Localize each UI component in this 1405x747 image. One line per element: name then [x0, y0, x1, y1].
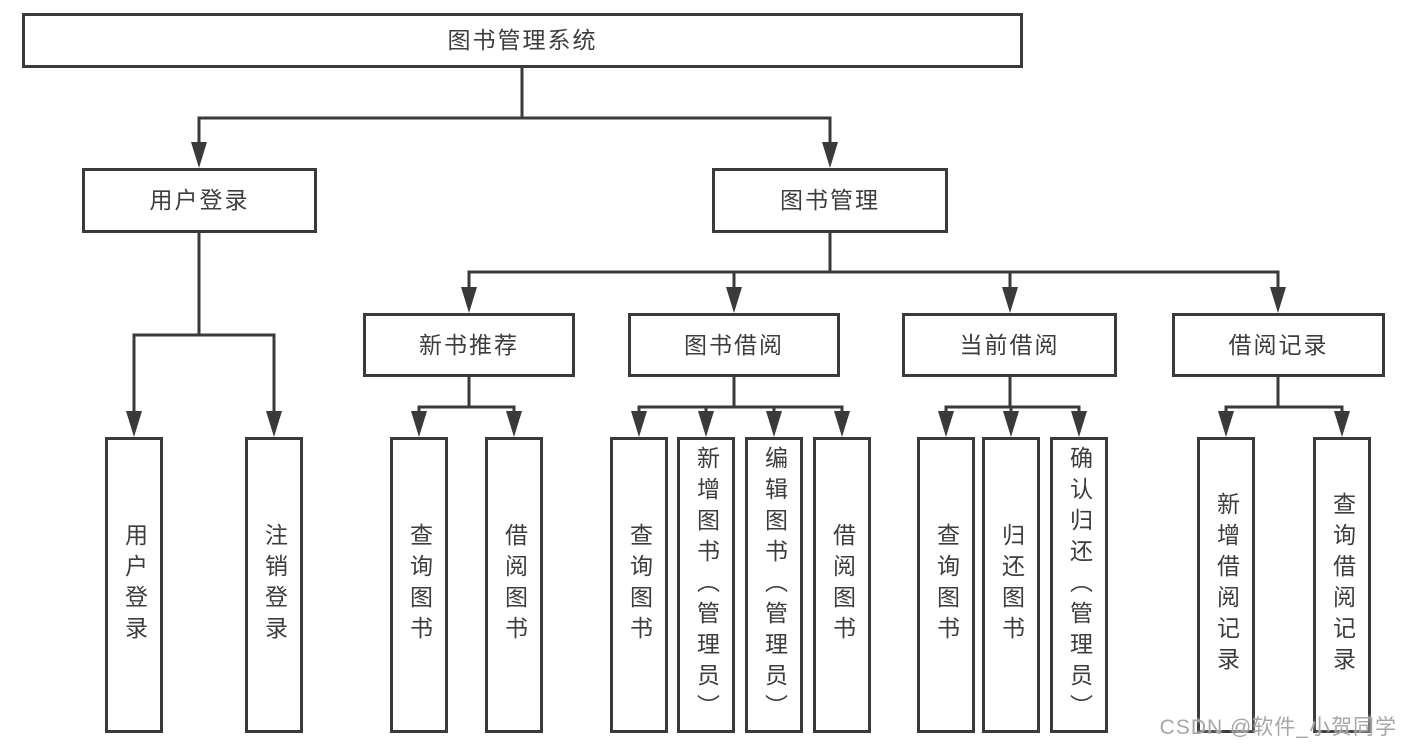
node-new-book-recommendation: 新书推荐 — [363, 313, 575, 377]
leaf-add-books-admin: 新增图书（管理员） — [677, 437, 735, 733]
node-book-borrowing: 图书借阅 — [628, 313, 840, 377]
leaf-user-login: 用户登录 — [105, 437, 163, 733]
leaf-return-books: 归还图书 — [982, 437, 1040, 733]
leaf-label: 确认归还（管理员） — [1066, 445, 1093, 725]
leaf-query-books-recommend: 查询图书 — [390, 437, 448, 733]
leaf-label: 新增借阅记录 — [1213, 492, 1240, 678]
leaf-label: 查询图书 — [406, 523, 433, 647]
node-current-borrowing: 当前借阅 — [902, 313, 1117, 377]
leaf-edit-books-admin: 编辑图书（管理员） — [745, 437, 803, 733]
leaf-label: 查询借阅记录 — [1329, 492, 1356, 678]
node-borrowing-records: 借阅记录 — [1172, 313, 1385, 377]
leaf-logout: 注销登录 — [245, 437, 303, 733]
leaf-add-borrow-record: 新增借阅记录 — [1197, 437, 1255, 733]
leaf-label: 查询图书 — [626, 523, 653, 647]
leaf-query-books-borrow: 查询图书 — [610, 437, 668, 733]
leaf-label: 借阅图书 — [501, 523, 528, 647]
leaf-label: 新增图书（管理员） — [693, 445, 720, 725]
leaf-label: 编辑图书（管理员） — [761, 445, 788, 725]
node-user-login: 用户登录 — [82, 168, 317, 233]
leaf-label: 查询图书 — [933, 523, 960, 647]
leaf-label: 归还图书 — [998, 523, 1025, 647]
csdn-watermark: CSDN @软件_小贺同学 — [1159, 716, 1397, 739]
leaf-borrow-books: 借阅图书 — [813, 437, 871, 733]
leaf-query-borrow-record: 查询借阅记录 — [1313, 437, 1371, 733]
leaf-label: 用户登录 — [121, 523, 148, 647]
leaf-borrow-books-recommend: 借阅图书 — [485, 437, 543, 733]
leaf-confirm-return-admin: 确认归还（管理员） — [1050, 437, 1108, 733]
leaf-label: 注销登录 — [261, 523, 288, 647]
leaf-label: 借阅图书 — [829, 523, 856, 647]
node-library-management-system: 图书管理系统 — [22, 13, 1023, 68]
node-book-management: 图书管理 — [712, 168, 948, 233]
leaf-query-books-current: 查询图书 — [917, 437, 975, 733]
